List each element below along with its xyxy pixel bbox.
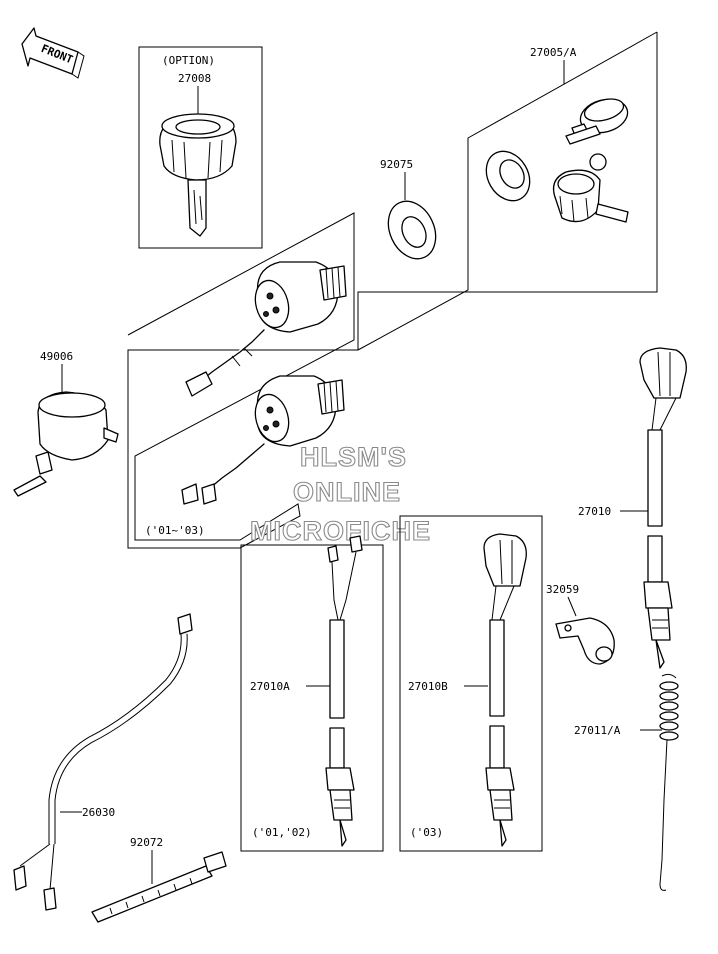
switch-assembly-bracket-inner — [357, 31, 658, 351]
label-27010B: 27010B — [408, 680, 448, 693]
note-01-02: ('01,'02) — [252, 826, 312, 839]
ignition-knob-and-keys — [485, 98, 629, 223]
grommet-ring-part — [387, 200, 437, 260]
label-27010: 27010 — [578, 505, 611, 518]
knob-key-part — [159, 113, 237, 237]
front-arrow-icon: FRONT — [21, 27, 85, 79]
label-49006: 49006 — [40, 350, 73, 363]
cable-tie-part — [91, 851, 227, 923]
note-03: ('03) — [410, 826, 443, 839]
box-27010A — [240, 544, 384, 852]
switch-wire-27010 — [639, 347, 687, 669]
ignition-switch-lower — [181, 375, 345, 505]
label-27011A: 27011/A — [574, 724, 621, 737]
switch-wire-27010A — [325, 535, 363, 847]
watermark: HLSM'S ONLINE MICROFICHE — [249, 441, 431, 546]
cap-cover-part — [13, 391, 119, 497]
note-01-03: ('01~'03) — [145, 524, 205, 537]
switch-wire-27010B — [483, 533, 527, 847]
label-27010A: 27010A — [250, 680, 290, 693]
watermark-line-2: ONLINE — [293, 477, 401, 507]
label-32059: 32059 — [546, 583, 579, 596]
clamp-bracket-part — [555, 617, 615, 665]
watermark-line-1: HLSM'S — [300, 442, 407, 472]
ignition-switch-upper — [185, 261, 347, 397]
option-box — [138, 46, 263, 249]
watermark-line-3: MICROFICHE — [250, 516, 431, 546]
label-92072: 92072 — [130, 836, 163, 849]
option-note: (OPTION) — [162, 54, 215, 67]
label-27005A: 27005/A — [530, 46, 577, 59]
box-27010B — [399, 515, 543, 852]
label-26030: 26030 — [82, 806, 115, 819]
label-27008: 27008 — [178, 72, 211, 85]
label-92075: 92075 — [380, 158, 413, 171]
spring-rod-part — [659, 673, 679, 891]
wire-harness-part — [13, 613, 193, 911]
